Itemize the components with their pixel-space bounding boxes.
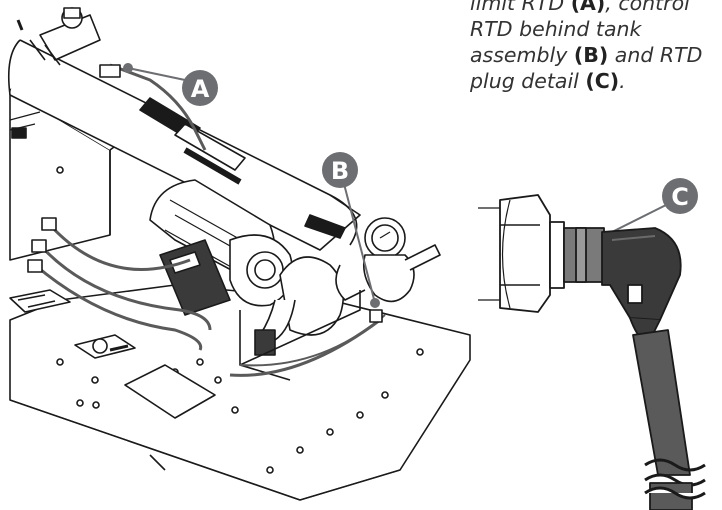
rtd-plug-detail [478, 194, 706, 510]
caption-line-2: RTD behind tank [470, 17, 642, 41]
callout-c: C [662, 178, 698, 214]
caption-line-3: assembly (B) and RTD [470, 43, 703, 67]
callout-b-circle [322, 152, 358, 188]
callout-b-label: B [331, 157, 349, 185]
callout-a-circle [182, 70, 218, 106]
caption-line-4: plug detail (C). [470, 69, 626, 93]
callout-c-label: C [671, 183, 689, 211]
callout-c-circle [662, 178, 698, 214]
caption-line-1: limit RTD (A), control [470, 0, 690, 15]
callout-b: B [322, 152, 358, 188]
callout-a: A [182, 70, 218, 106]
callout-a-label: A [191, 75, 210, 103]
unit-assembly [7, 7, 471, 501]
figure-caption: limit RTD (A), control RTD behind tank a… [470, 0, 720, 94]
